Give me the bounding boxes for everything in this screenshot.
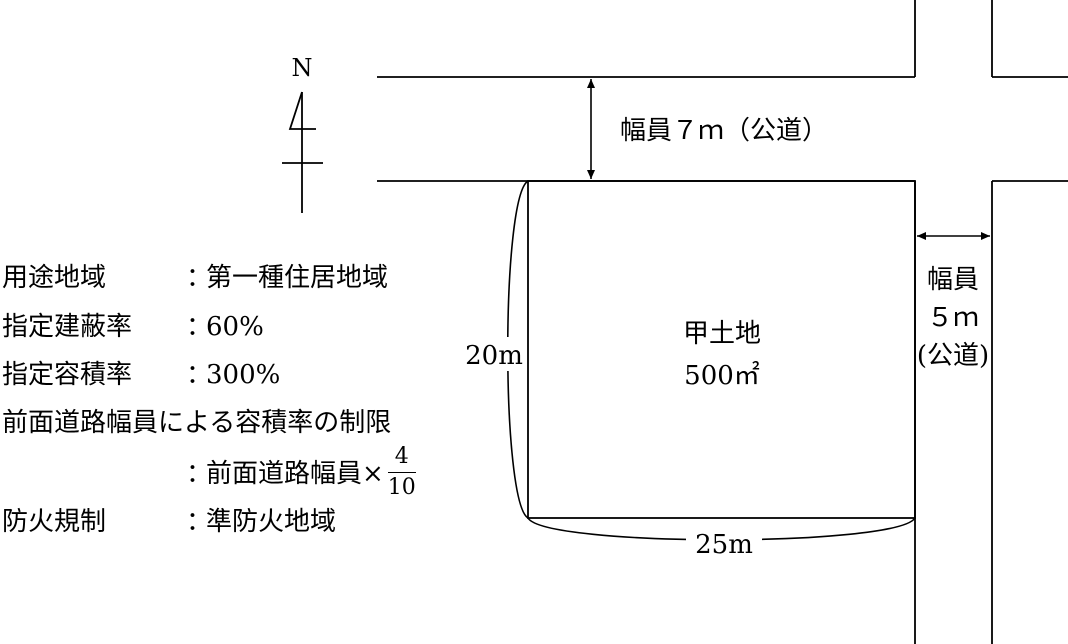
condition-value: 60% <box>206 312 264 342</box>
condition-label: 防火規制 <box>2 507 107 537</box>
condition-value: 第一種住居地域 <box>206 263 389 293</box>
lot-frontage-label: 25m <box>695 530 753 560</box>
condition-value: 300% <box>206 360 281 390</box>
condition-label: 用途地域 <box>2 263 107 293</box>
formula-text: 前面道路幅員× <box>206 459 384 489</box>
condition-label: 指定容積率 <box>2 360 133 390</box>
condition-label: 指定建蔽率 <box>2 312 133 342</box>
lot-area: 500㎡ <box>684 361 760 391</box>
north-label: N <box>292 54 313 82</box>
condition-colon: ： <box>186 459 213 489</box>
fraction-denominator: 10 <box>387 475 416 500</box>
east-road-width-label-line3: (公道) <box>917 341 989 371</box>
lot-depth-label: 20m <box>465 341 523 371</box>
fraction-numerator: 4 <box>394 444 409 469</box>
lot-boundary <box>527 180 916 519</box>
condition-value: 準防火地域 <box>206 507 337 537</box>
north-road-width-label: 幅員７ｍ（公道） <box>620 116 828 146</box>
east-road-width-label-line1: 幅員 <box>927 265 979 295</box>
lot-name: 甲土地 <box>683 319 761 349</box>
north-arrow-icon <box>282 91 323 213</box>
condition-colon: ： <box>186 360 213 390</box>
condition-label: 前面道路幅員による容積率の制限 <box>2 408 392 438</box>
east-road-width-label-line2: ５ｍ <box>927 303 979 333</box>
fraction-bar <box>387 472 416 473</box>
condition-colon: ： <box>186 507 213 537</box>
condition-colon: ： <box>186 312 213 342</box>
condition-colon: ： <box>186 263 213 293</box>
